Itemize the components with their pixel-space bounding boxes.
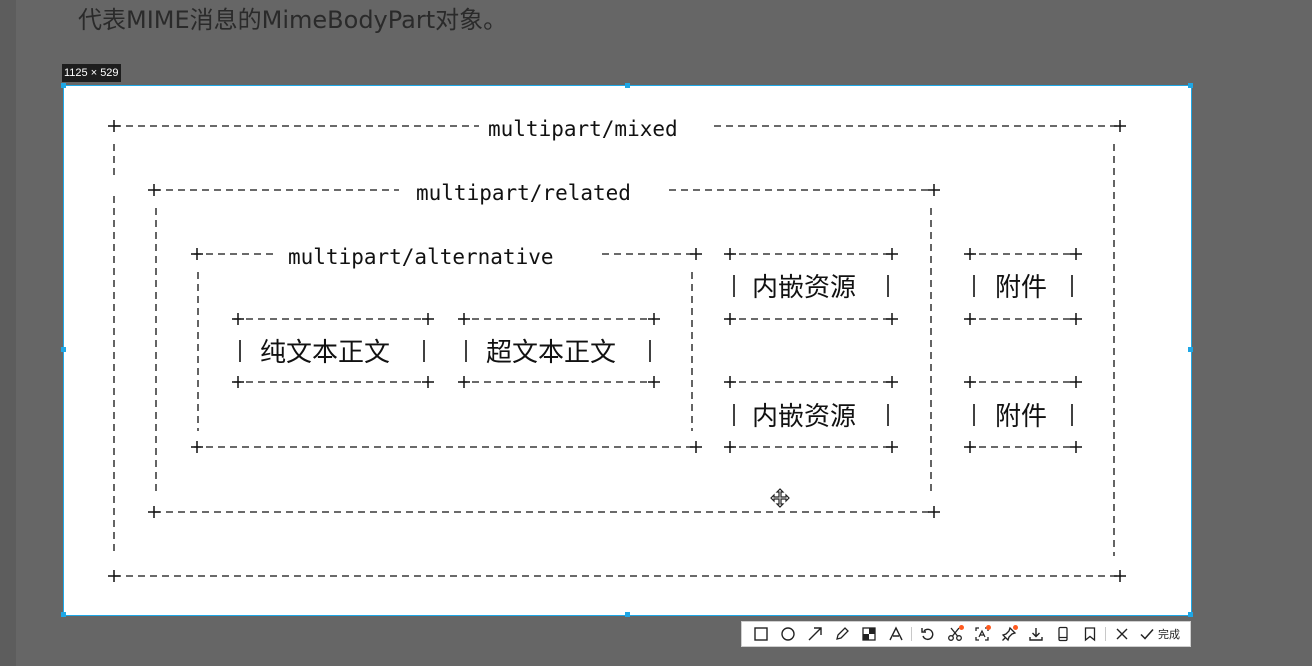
phone-icon <box>1057 626 1068 642</box>
mosaic-tool-button[interactable] <box>855 622 882 646</box>
inline-resource-1-lines <box>727 253 892 320</box>
capture-region[interactable]: multipart/mixed multipart/related multip… <box>61 83 1193 617</box>
phone-button[interactable] <box>1049 622 1076 646</box>
arrow-tool-button[interactable] <box>801 622 828 646</box>
scissors-icon <box>947 627 962 641</box>
pencil-icon <box>835 627 849 640</box>
attachment-1-lines <box>967 253 1076 320</box>
inline-resource-2-lines <box>727 381 892 448</box>
html-text-box-lines <box>460 318 654 383</box>
resize-handle-bottom-left[interactable] <box>61 612 66 617</box>
cancel-button[interactable] <box>1108 622 1135 646</box>
resize-handle-top-right[interactable] <box>1188 83 1193 88</box>
multipart-related-label: multipart/related <box>416 181 631 205</box>
undo-button[interactable] <box>914 622 941 646</box>
document-text-line: 代表MIME消息的MimeBodyPart对象。 <box>78 6 508 34</box>
toolbar-separator <box>911 627 912 641</box>
capture-size-badge: 1125 × 529 <box>62 64 121 82</box>
multipart-alternative-label: multipart/alternative <box>288 245 554 269</box>
checkmark-icon <box>1140 629 1154 640</box>
pin-icon <box>1001 626 1016 642</box>
inline-resource-label-1: 内嵌资源 <box>752 273 856 303</box>
done-label: 完成 <box>1158 628 1180 641</box>
attachment-label-1: 附件 <box>995 273 1047 303</box>
move-cursor-icon <box>770 488 790 508</box>
pencil-tool-button[interactable] <box>828 622 855 646</box>
ellipse-icon <box>780 627 795 641</box>
plain-text-box-lines <box>234 318 428 383</box>
resize-handle-right[interactable] <box>1188 347 1193 352</box>
resize-handle-top[interactable] <box>625 83 630 88</box>
bookmark-icon <box>1084 627 1095 642</box>
page-edge <box>0 0 16 666</box>
ellipse-tool-button[interactable] <box>774 622 801 646</box>
plain-text-body-label: 纯文本正文 <box>260 338 390 368</box>
multipart-mixed-label: multipart/mixed <box>488 117 678 141</box>
resize-handle-left[interactable] <box>61 347 66 352</box>
download-icon <box>1028 628 1043 641</box>
undo-icon <box>920 628 933 641</box>
toolbar-separator <box>1105 627 1106 641</box>
close-icon <box>1116 628 1127 640</box>
text-tool-button[interactable] <box>882 622 909 646</box>
arrow-icon <box>808 627 822 641</box>
resize-handle-bottom[interactable] <box>625 612 630 617</box>
download-button[interactable] <box>1022 622 1049 646</box>
html-text-body-label: 超文本正文 <box>486 338 616 368</box>
resize-handle-bottom-right[interactable] <box>1188 612 1193 617</box>
attachment-label-2: 附件 <box>995 402 1047 432</box>
text-icon <box>888 626 903 641</box>
mosaic-icon <box>861 627 876 641</box>
resize-handle-top-left[interactable] <box>61 83 66 88</box>
bookmark-button[interactable] <box>1076 622 1103 646</box>
pin-button[interactable] <box>995 622 1022 646</box>
new-feature-dot <box>959 625 964 630</box>
rectangle-tool-button[interactable] <box>747 622 774 646</box>
new-feature-dot <box>1013 625 1018 630</box>
done-button[interactable]: 完成 <box>1135 622 1184 646</box>
rectangle-icon <box>753 627 768 641</box>
new-feature-dot <box>986 625 991 630</box>
attachment-2-lines <box>967 381 1076 448</box>
ocr-button[interactable] <box>968 622 995 646</box>
inline-resource-label-2: 内嵌资源 <box>752 402 856 432</box>
scissors-button[interactable] <box>941 622 968 646</box>
mime-structure-diagram: multipart/mixed multipart/related multip… <box>108 117 1126 582</box>
screenshot-toolbar: 完成 <box>741 621 1191 647</box>
